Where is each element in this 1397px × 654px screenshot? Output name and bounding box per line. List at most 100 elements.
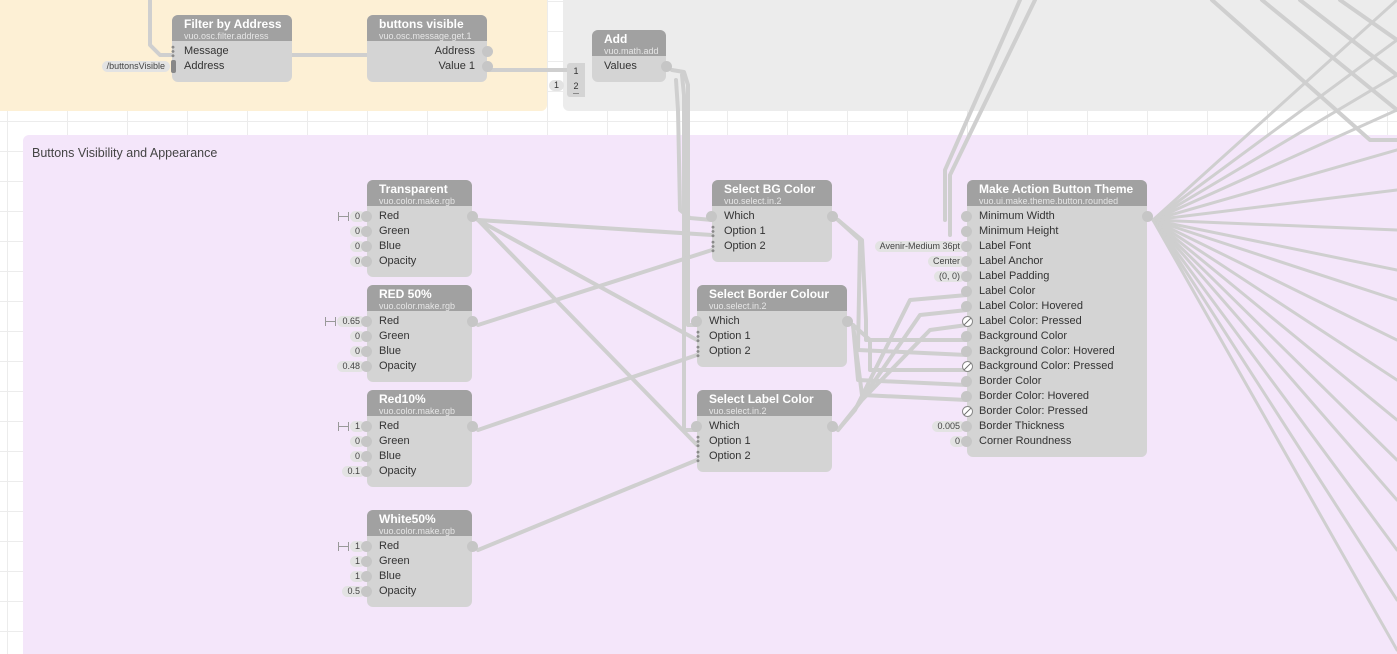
input-port-which[interactable]: Which xyxy=(691,419,838,434)
output-port-icon[interactable] xyxy=(467,316,478,327)
output-port-values[interactable]: Values xyxy=(592,59,672,74)
buttons-visible-node[interactable]: buttons visible vuo.osc.message.get.1 Ad… xyxy=(367,15,493,82)
constant-value[interactable]: 1 xyxy=(337,541,365,552)
constant-value[interactable]: 0 xyxy=(349,256,365,267)
output-port-icon[interactable] xyxy=(467,421,478,432)
node-header[interactable]: Make Action Button Theme vuo.ui.make.the… xyxy=(967,180,1147,206)
input-port-label-color-hovered[interactable]: Label Color: Hovered xyxy=(961,299,1147,314)
constant-value[interactable]: 0 xyxy=(949,436,965,447)
constant-value[interactable]: 0 xyxy=(349,226,365,237)
select-label-color-node[interactable]: Select Label Color vuo.select.in.2 Which… xyxy=(691,390,838,472)
constant-value[interactable]: 1 xyxy=(349,571,365,582)
node-header[interactable]: Transparent vuo.color.make.rgb xyxy=(367,180,472,206)
list-drawer-handle[interactable] xyxy=(573,93,579,94)
input-port-minimum-width[interactable]: Minimum Width xyxy=(961,209,1153,224)
input-port-message[interactable]: Message xyxy=(171,44,292,59)
constant-value[interactable]: /buttonsVisible xyxy=(101,61,170,72)
input-port-label-color-pressed[interactable]: Label Color: Pressed xyxy=(962,314,1147,329)
constant-value[interactable]: 0.5 xyxy=(342,586,365,597)
input-port-label-color[interactable]: Label Color xyxy=(961,284,1147,299)
constant-value[interactable]: 0 xyxy=(349,241,365,252)
constant-value[interactable]: Center xyxy=(927,256,965,267)
input-port-option-2[interactable]: Option 2 xyxy=(696,449,832,464)
input-port-label-padding[interactable]: (0, 0)Label Padding xyxy=(933,269,1147,284)
constant-value[interactable]: (0, 0) xyxy=(933,271,965,282)
input-port-border-color[interactable]: Border Color xyxy=(961,374,1147,389)
node-header[interactable]: buttons visible vuo.osc.message.get.1 xyxy=(367,15,487,41)
select-border-colour-node[interactable]: Select Border Colour vuo.select.in.2 Whi… xyxy=(691,285,853,367)
node-header[interactable]: Filter by Address vuo.osc.filter.address xyxy=(172,15,292,41)
list-item-2[interactable]: 2 xyxy=(573,81,579,91)
filter-by-address-node[interactable]: Filter by Address vuo.osc.filter.address… xyxy=(101,15,292,82)
output-port-icon[interactable] xyxy=(827,211,838,222)
input-port-border-color-hovered[interactable]: Border Color: Hovered xyxy=(961,389,1147,404)
constant-value[interactable]: 0 xyxy=(337,211,365,222)
constant-value[interactable]: 0.005 xyxy=(932,421,965,432)
input-port-which[interactable]: Which xyxy=(691,314,853,329)
output-port-address[interactable]: Address xyxy=(367,44,493,59)
constant-value[interactable]: 1 xyxy=(349,556,365,567)
input-port-option-1[interactable]: Option 1 xyxy=(711,224,832,239)
add-node[interactable]: Add vuo.math.add Values xyxy=(592,30,672,82)
node-header[interactable]: Select Border Colour vuo.select.in.2 xyxy=(697,285,847,311)
input-port-option-1[interactable]: Option 1 xyxy=(696,329,847,344)
output-port-value-1[interactable]: Value 1 xyxy=(367,59,493,74)
output-port-icon[interactable] xyxy=(842,316,853,327)
input-port-option-2[interactable]: Option 2 xyxy=(696,344,847,359)
constant-value[interactable]: 1 xyxy=(337,421,365,432)
output-port-icon[interactable] xyxy=(827,421,838,432)
output-port-icon[interactable] xyxy=(467,541,478,552)
constant-value[interactable]: 0 xyxy=(349,331,365,342)
node-header[interactable]: Red10% vuo.color.make.rgb xyxy=(367,390,472,416)
node-header[interactable]: Select BG Color vuo.select.in.2 xyxy=(712,180,832,206)
constant-value[interactable]: 0 xyxy=(349,436,365,447)
constant-value[interactable]: 0.48 xyxy=(337,361,365,372)
add-list-drawer[interactable]: 1 2 xyxy=(567,63,585,97)
input-port-background-color-hovered[interactable]: Background Color: Hovered xyxy=(961,344,1147,359)
node-header[interactable]: White50% vuo.color.make.rgb xyxy=(367,510,472,536)
make-action-button-theme-node[interactable]: Make Action Button Theme vuo.ui.make.the… xyxy=(874,180,1153,457)
list-item-constant[interactable]: 1 xyxy=(549,80,565,91)
constant-value[interactable]: 0.1 xyxy=(342,466,365,477)
input-port-minimum-height[interactable]: Minimum Height xyxy=(961,224,1147,239)
input-port-which[interactable]: Which xyxy=(706,209,838,224)
constant-value[interactable]: 0 xyxy=(349,346,365,357)
list-item-1[interactable]: 1 xyxy=(573,66,579,76)
input-port-background-color-pressed[interactable]: Background Color: Pressed xyxy=(962,359,1147,374)
select-bg-color-node[interactable]: Select BG Color vuo.select.in.2 Which Op… xyxy=(706,180,838,262)
output-port-icon[interactable] xyxy=(1142,211,1153,222)
input-port-option-2[interactable]: Option 2 xyxy=(711,239,832,254)
output-port-icon[interactable] xyxy=(467,211,478,222)
input-port-border-color-pressed[interactable]: Border Color: Pressed xyxy=(962,404,1147,419)
constant-value[interactable]: Avenir-Medium 36pt xyxy=(874,241,965,252)
node-header[interactable]: RED 50% vuo.color.make.rgb xyxy=(367,285,472,311)
input-port-option-1[interactable]: Option 1 xyxy=(696,434,832,449)
node-header[interactable]: Select Label Color vuo.select.in.2 xyxy=(697,390,832,416)
constant-value[interactable]: 0.65 xyxy=(325,316,365,327)
input-port-background-color[interactable]: Background Color xyxy=(961,329,1147,344)
